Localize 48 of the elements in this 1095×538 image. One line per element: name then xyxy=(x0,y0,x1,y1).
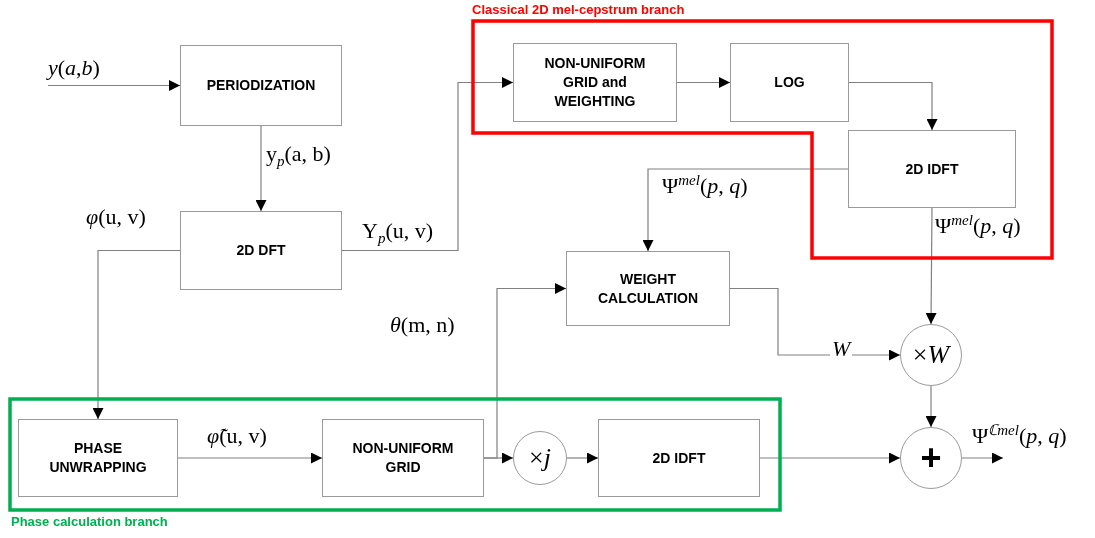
edge-label: Ψ$^{mel}$(p, q) xyxy=(662,172,748,199)
edge-label: y(a,b) xyxy=(48,56,100,81)
operator-symbol: ×W xyxy=(912,342,950,368)
multiplier-circle xyxy=(513,431,567,485)
process-box xyxy=(566,251,730,326)
box-label: WEIGHT CALCULATION xyxy=(596,269,700,308)
branch-title: Phase calculation branch xyxy=(11,514,168,529)
box-label: 2D DFT xyxy=(236,241,286,260)
arrow xyxy=(961,452,1004,464)
box-label: LOG xyxy=(774,73,805,92)
arrow xyxy=(255,125,267,212)
arrow xyxy=(729,287,901,361)
edge-label: Y$_{p}$(u, v) xyxy=(362,219,434,247)
process-box xyxy=(18,419,178,497)
arrow xyxy=(848,81,938,131)
operator-symbol: ×j xyxy=(529,445,551,471)
branch-title: Classical 2D mel-cepstrum branch xyxy=(472,2,685,17)
operator-symbol: + xyxy=(920,437,942,479)
process-box xyxy=(598,419,760,497)
process-box xyxy=(180,211,342,290)
arrow xyxy=(92,249,181,420)
edge-label: φ(u, v) xyxy=(86,205,146,230)
arrow xyxy=(483,283,567,459)
edge-label: θ(m, n) xyxy=(390,313,455,338)
arrow xyxy=(566,452,599,464)
box-label: 2D IDFT xyxy=(905,159,959,179)
process-box xyxy=(848,130,1016,208)
edge-label: Ψ$^{ℂmel}$(p, q) xyxy=(972,422,1067,449)
arrow xyxy=(925,385,937,428)
box-label: 2D IDFT xyxy=(652,448,706,468)
arrow xyxy=(341,77,514,252)
edge-label: φ̃(u, v) xyxy=(207,424,267,449)
edge-label: Ψ$^{mel}$(p, q) xyxy=(935,212,1021,239)
arrow xyxy=(47,80,181,91)
arrow xyxy=(642,168,849,252)
process-box xyxy=(322,419,484,497)
box-label: PHASE UNWRAPPING xyxy=(48,439,148,477)
arrow xyxy=(925,207,937,325)
arrow xyxy=(177,452,323,464)
process-box xyxy=(730,43,849,122)
box-label: PERIODIZATION xyxy=(206,76,316,95)
arrow xyxy=(759,452,901,464)
process-box xyxy=(180,45,342,126)
box-label: NON-UNIFORM GRID and WEIGHTING xyxy=(543,54,647,111)
edge-label: y$_{p}$(a, b) xyxy=(266,142,331,170)
process-box xyxy=(513,43,677,122)
box-label: NON-UNIFORM GRID xyxy=(351,439,455,477)
arrow xyxy=(676,77,731,88)
